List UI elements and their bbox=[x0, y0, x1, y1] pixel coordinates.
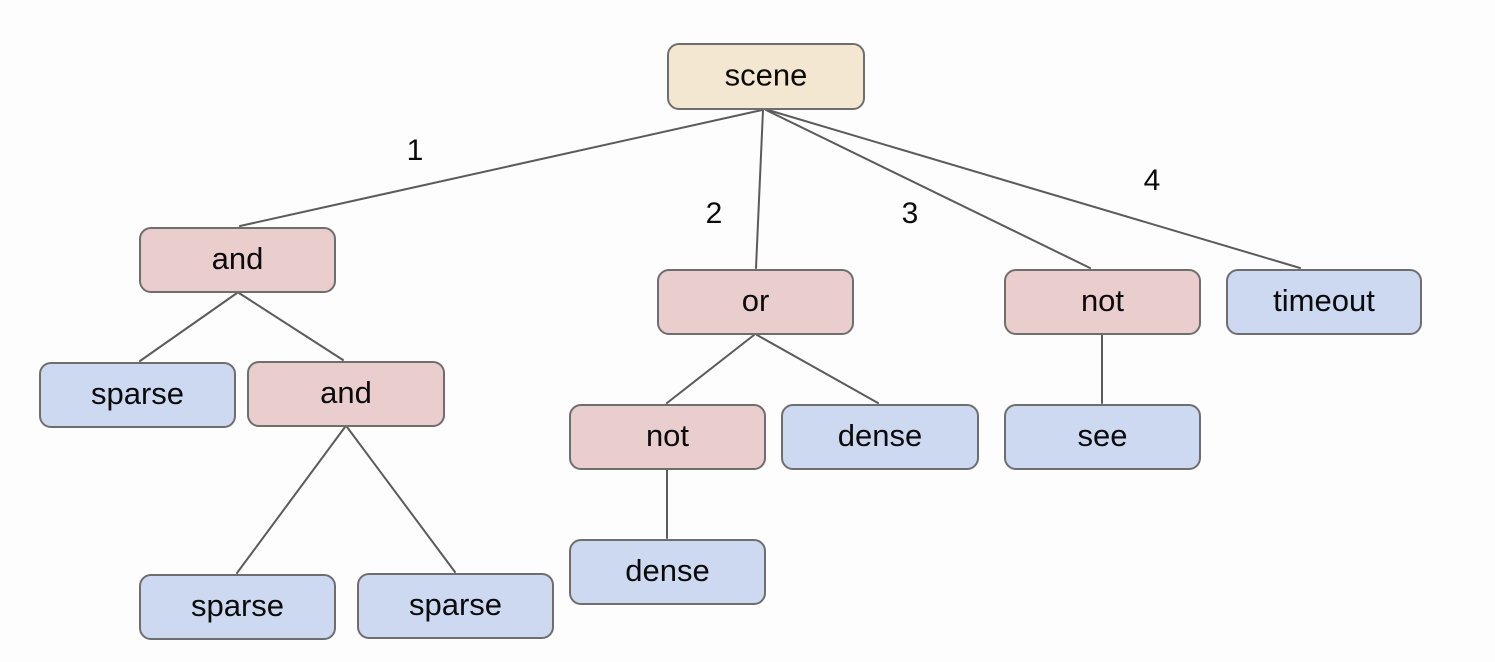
node-box[interactable] bbox=[39, 362, 236, 428]
node-label: timeout bbox=[1273, 283, 1375, 318]
tree-edge bbox=[139, 292, 238, 362]
node-box[interactable] bbox=[1004, 269, 1201, 335]
edge-label: 2 bbox=[706, 197, 723, 230]
node-label: dense bbox=[625, 553, 709, 588]
edges-layer bbox=[139, 109, 1301, 574]
tree-node-timeout[interactable]: timeout bbox=[1226, 269, 1422, 335]
tree-node-scene[interactable]: scene bbox=[667, 43, 865, 110]
node-box[interactable] bbox=[667, 43, 865, 110]
nodes-layer: scene and sparse and sparse sparse or not dense d… bbox=[39, 43, 1422, 640]
tree-edge bbox=[666, 334, 755, 404]
node-label: scene bbox=[725, 58, 808, 93]
node-label: sparse bbox=[91, 376, 184, 411]
tree-node-dense[interactable]: dense bbox=[569, 539, 766, 605]
node-label: sparse bbox=[191, 588, 284, 623]
node-label: see bbox=[1078, 418, 1128, 453]
edge-labels-layer: 1 2 3 4 bbox=[407, 134, 1161, 230]
edge-label: 3 bbox=[902, 197, 919, 230]
node-box[interactable] bbox=[139, 227, 336, 293]
edge-label: 4 bbox=[1144, 164, 1161, 197]
tree-node-not[interactable]: not bbox=[569, 404, 766, 470]
node-box[interactable] bbox=[569, 539, 766, 605]
tree-edge bbox=[756, 334, 879, 404]
tree-node-sparse[interactable]: sparse bbox=[39, 362, 236, 428]
tree-edge bbox=[755, 109, 764, 269]
tree-edge bbox=[236, 426, 346, 574]
node-box[interactable] bbox=[139, 574, 336, 640]
node-label: and bbox=[320, 375, 372, 410]
tree-edge bbox=[239, 109, 763, 227]
node-label: sparse bbox=[409, 587, 502, 622]
node-label: not bbox=[646, 418, 689, 453]
node-box[interactable] bbox=[1226, 269, 1422, 335]
node-box[interactable] bbox=[1004, 404, 1201, 470]
node-box[interactable] bbox=[781, 404, 979, 470]
node-box[interactable] bbox=[657, 269, 854, 335]
tree-edge bbox=[238, 292, 344, 361]
node-label: not bbox=[1081, 283, 1124, 318]
tree-node-sparse[interactable]: sparse bbox=[139, 574, 336, 640]
edge-label: 1 bbox=[407, 134, 424, 167]
tree-node-or[interactable]: or bbox=[657, 269, 854, 335]
tree-node-sparse[interactable]: sparse bbox=[357, 573, 554, 639]
tree-edge bbox=[767, 109, 1301, 269]
node-box[interactable] bbox=[357, 573, 554, 639]
tree-node-and[interactable]: and bbox=[139, 227, 336, 293]
node-box[interactable] bbox=[247, 361, 445, 427]
tree-node-dense[interactable]: dense bbox=[781, 404, 979, 470]
tree-node-not[interactable]: not bbox=[1004, 269, 1201, 335]
tree-node-see[interactable]: see bbox=[1004, 404, 1201, 470]
tree-edge bbox=[765, 109, 1091, 269]
node-box[interactable] bbox=[569, 404, 766, 470]
node-label: and bbox=[212, 241, 264, 276]
tree-node-and[interactable]: and bbox=[247, 361, 445, 427]
node-label: or bbox=[742, 283, 770, 318]
tree-edge bbox=[346, 426, 456, 573]
node-label: dense bbox=[838, 418, 922, 453]
